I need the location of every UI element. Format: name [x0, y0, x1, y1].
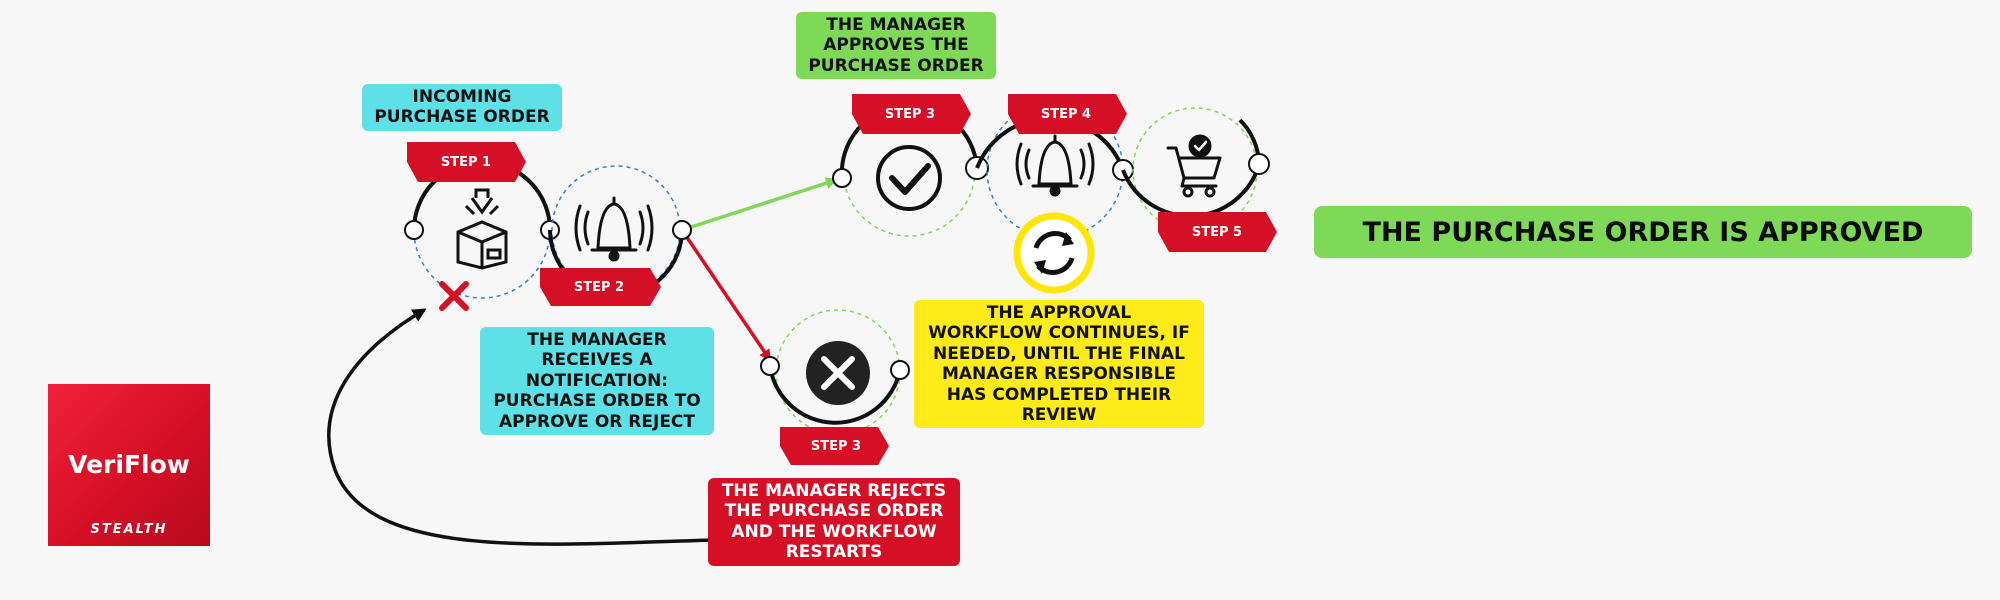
refresh-icon [1013, 212, 1095, 294]
step-3-reject-label: STEP 3 [811, 439, 861, 454]
bell-icon [574, 196, 654, 262]
step-1-node [404, 160, 560, 299]
logo-subtitle: STEALTH [90, 522, 168, 537]
step-2-label: STEP 2 [574, 280, 624, 295]
step-1-ribbon: STEP 1 [407, 142, 526, 182]
incoming-purchase-order-label: INCOMING PURCHASE ORDER [362, 84, 562, 131]
manager-approves-label: THE MANAGER APPROVES THE PURCHASE ORDER [796, 12, 996, 80]
reject-mark-icon [439, 281, 469, 311]
step-2-ribbon: STEP 2 [540, 268, 661, 306]
step-3-approve-ribbon: STEP 3 [852, 94, 971, 134]
step-5-ribbon: STEP 5 [1158, 212, 1277, 252]
x-circle-icon [806, 341, 870, 405]
cart-icon [1166, 134, 1222, 198]
restart-arrow [327, 308, 715, 546]
manager-notification-label: THE MANAGER RECEIVES A NOTIFICATION: PUR… [480, 327, 714, 435]
step-4-ribbon: STEP 4 [1008, 94, 1127, 134]
manager-rejects-label: THE MANAGER REJECTS THE PURCHASE ORDER A… [708, 478, 960, 566]
reject-arrow [680, 229, 772, 362]
step-4-label: STEP 4 [1041, 107, 1091, 122]
package-icon [456, 188, 508, 270]
step-3-approve-label: STEP 3 [885, 107, 935, 122]
final-approved-banner: THE PURCHASE ORDER IS APPROVED [1314, 206, 1972, 258]
step-5-label: STEP 5 [1192, 225, 1242, 240]
step-1-label: STEP 1 [441, 155, 491, 170]
check-icon [876, 145, 942, 211]
step-3-reject-ribbon: STEP 3 [780, 427, 889, 465]
bell-icon [1015, 134, 1095, 197]
logo-name: VeriFlow [68, 450, 190, 479]
step-2-node [548, 165, 692, 298]
veriflow-logo: VeriFlow STEALTH [48, 384, 210, 546]
approve-arrow [681, 177, 838, 232]
workflow-continues-label: THE APPROVAL WORKFLOW CONTINUES, IF NEED… [914, 300, 1204, 429]
